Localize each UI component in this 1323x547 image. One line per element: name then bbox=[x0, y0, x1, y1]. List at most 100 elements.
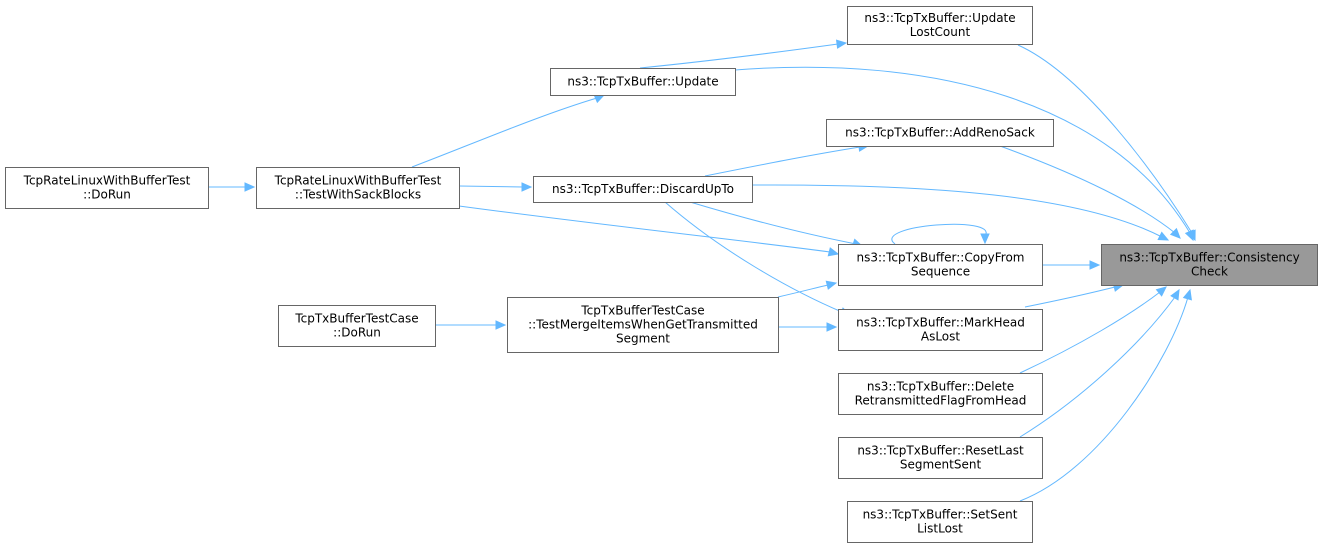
arrowhead-icon bbox=[826, 322, 838, 332]
node-mergeitems[interactable]: TcpTxBufferTestCase::TestMergeItemsWhenG… bbox=[507, 297, 779, 353]
node-label: ns3::TcpTxBuffer::MarkHead bbox=[856, 316, 1025, 330]
node-label: TcpTxBufferTestCase bbox=[294, 312, 418, 326]
node-discardupto[interactable]: ns3::TcpTxBuffer::DiscardUpTo bbox=[533, 176, 753, 203]
arrowhead-icon bbox=[244, 182, 256, 192]
node-ratedorun[interactable]: TcpRateLinuxWithBufferTest::DoRun bbox=[5, 167, 209, 209]
edge-update-to-updatelost bbox=[639, 39, 848, 69]
edge-mergeitems-to-markheadlost bbox=[778, 322, 838, 332]
node-deleteretrans[interactable]: ns3::TcpTxBuffer::DeleteRetransmittedFla… bbox=[838, 373, 1043, 415]
edge-discardupto-to-consistency bbox=[751, 184, 1170, 241]
node-label: ns3::TcpTxBuffer::AddRenoSack bbox=[845, 126, 1035, 140]
node-box bbox=[1101, 244, 1318, 286]
arrowhead-icon bbox=[1089, 260, 1101, 270]
edge-line bbox=[458, 205, 831, 253]
node-label: ns3::TcpTxBuffer::Update bbox=[567, 75, 718, 89]
arrowhead-icon bbox=[980, 233, 990, 245]
edges-layer bbox=[208, 39, 1196, 502]
node-box bbox=[838, 244, 1043, 286]
edge-line bbox=[1024, 286, 1116, 308]
edge-line bbox=[639, 43, 839, 69]
edge-line bbox=[1019, 291, 1161, 374]
node-label: TcpRateLinuxWithBufferTest bbox=[23, 174, 191, 188]
node-label: AsLost bbox=[921, 330, 961, 344]
node-label: ns3::TcpTxBuffer::SetSent bbox=[863, 508, 1018, 522]
edge-copyfromseq-to-consistency bbox=[1042, 260, 1101, 270]
arrowhead-icon bbox=[1169, 227, 1181, 239]
edge-line bbox=[1019, 296, 1189, 502]
node-label: ns3::TcpTxBuffer::DiscardUpTo bbox=[552, 182, 734, 196]
edge-line bbox=[777, 284, 829, 298]
edge-line bbox=[1019, 296, 1176, 438]
nodes-layer: ns3::TcpTxBuffer::ConsistencyCheckns3::T… bbox=[5, 6, 1318, 543]
node-label: ns3::TcpTxBuffer::Update bbox=[864, 11, 1015, 25]
arrowhead-icon bbox=[1155, 286, 1167, 297]
node-update[interactable]: ns3::TcpTxBuffer::Update bbox=[550, 68, 736, 96]
node-label: SegmentSent bbox=[900, 458, 982, 472]
node-label: Check bbox=[1191, 265, 1228, 279]
edge-addrenosack-to-consistency bbox=[999, 145, 1181, 239]
node-label: Sequence bbox=[911, 265, 970, 279]
edge-line bbox=[734, 66, 1191, 234]
arrowhead-icon bbox=[827, 247, 840, 257]
edge-copyfromseq-to-copyfromseq bbox=[891, 223, 990, 245]
node-label: RetransmittedFlagFromHead bbox=[855, 394, 1027, 408]
node-box bbox=[826, 119, 1054, 147]
edge-line bbox=[999, 145, 1176, 234]
node-box bbox=[847, 501, 1033, 543]
edge-line bbox=[411, 97, 598, 168]
node-addrenosack[interactable]: ns3::TcpTxBuffer::AddRenoSack bbox=[826, 119, 1054, 147]
node-label: Segment bbox=[616, 332, 670, 346]
arrowhead-icon bbox=[825, 280, 838, 290]
edge-line bbox=[458, 185, 524, 188]
node-ratetestsack[interactable]: TcpRateLinuxWithBufferTest::TestWithSack… bbox=[256, 167, 460, 209]
node-box bbox=[838, 309, 1043, 351]
node-label: LostCount bbox=[910, 25, 971, 39]
node-box bbox=[838, 373, 1043, 415]
node-box bbox=[278, 305, 436, 347]
node-box bbox=[847, 6, 1033, 45]
edge-mergeitems-to-copyfromseq bbox=[777, 280, 838, 298]
edge-bufdorun-to-mergeitems bbox=[435, 320, 507, 330]
node-bufdorun[interactable]: TcpTxBufferTestCase::DoRun bbox=[278, 305, 436, 347]
arrowhead-icon bbox=[521, 182, 533, 192]
node-label: TcpTxBufferTestCase bbox=[580, 304, 704, 318]
edge-deleteretrans-to-consistency bbox=[1019, 286, 1167, 374]
arrowhead-icon bbox=[495, 320, 507, 330]
node-label: TcpRateLinuxWithBufferTest bbox=[274, 174, 442, 188]
edge-ratetestsack-to-discardupto bbox=[458, 182, 533, 192]
node-box bbox=[5, 167, 209, 209]
edge-line bbox=[751, 184, 1163, 238]
edge-markheadlost-to-consistency bbox=[1024, 282, 1125, 308]
edge-line bbox=[891, 223, 987, 245]
node-label: ns3::TcpTxBuffer::Consistency bbox=[1119, 251, 1299, 265]
arrowhead-icon bbox=[1157, 231, 1170, 241]
edge-resetlast-to-consistency bbox=[1019, 288, 1180, 438]
arrowhead-icon bbox=[1170, 288, 1180, 301]
arrowhead-icon bbox=[835, 39, 848, 49]
edge-line bbox=[704, 146, 861, 177]
edge-update-to-consistency bbox=[734, 66, 1194, 242]
edge-discardupto-to-addrenosack bbox=[704, 142, 870, 177]
node-box bbox=[256, 167, 460, 209]
node-box bbox=[550, 68, 736, 96]
arrowhead-icon bbox=[1182, 288, 1192, 301]
edge-ratetestsack-to-copyfromseq bbox=[458, 205, 840, 257]
node-label: ::TestMergeItemsWhenGetTransmitted bbox=[528, 318, 758, 332]
edge-setsentlist-to-consistency bbox=[1019, 288, 1192, 502]
node-box bbox=[838, 437, 1043, 479]
edge-ratedorun-to-ratetestsack bbox=[208, 182, 256, 192]
node-label: ns3::TcpTxBuffer::ResetLast bbox=[857, 444, 1024, 458]
node-label: ::TestWithSackBlocks bbox=[295, 188, 421, 202]
node-box bbox=[507, 297, 779, 353]
edge-line bbox=[689, 201, 857, 245]
arrowhead-icon bbox=[1184, 229, 1194, 242]
node-label: ns3::TcpTxBuffer::CopyFrom bbox=[857, 251, 1025, 265]
edge-line bbox=[664, 201, 843, 313]
